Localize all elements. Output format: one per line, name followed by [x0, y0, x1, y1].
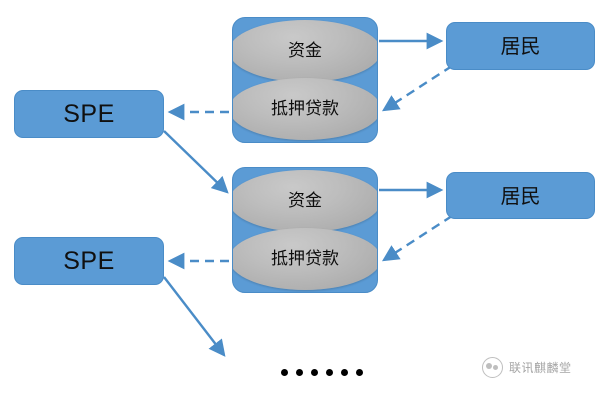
pool-top-funds-ellipse[interactable]: 资金 — [233, 20, 377, 82]
spe-box-bottom[interactable]: SPE — [14, 237, 164, 285]
resident-box-bottom[interactable]: 居民 — [446, 172, 595, 219]
ellipsis-dot — [281, 369, 288, 376]
pool-bottom-mortgage-ellipse[interactable]: 抵押贷款 — [233, 228, 377, 290]
ellipsis-dot — [311, 369, 318, 376]
ellipsis-dot — [326, 369, 333, 376]
ellipsis-dots — [281, 369, 363, 376]
spe-top-label: SPE — [63, 99, 115, 128]
ellipsis-dot — [356, 369, 363, 376]
connector-spe-top-to-pool-bottom — [163, 130, 229, 194]
lianxun-logo-icon — [482, 357, 503, 378]
spe-box-top[interactable]: SPE — [14, 90, 164, 138]
asset-pool-top[interactable]: 资金 抵押贷款 — [232, 17, 378, 143]
pool-bottom-mortgage-label: 抵押贷款 — [271, 248, 339, 269]
connector-spe-bottom-to-ellipsis — [163, 276, 226, 357]
connector-resident-top-to-pool-top — [381, 64, 453, 112]
pool-top-mortgage-label: 抵押贷款 — [271, 98, 339, 119]
resident-bottom-label: 居民 — [500, 183, 541, 208]
pool-top-mortgage-ellipse[interactable]: 抵押贷款 — [233, 78, 377, 140]
watermark: 联讯麒麟堂 — [482, 357, 572, 378]
connector-resident-bottom-to-pool-bottom — [381, 214, 453, 262]
resident-top-label: 居民 — [500, 34, 541, 58]
spe-bottom-label: SPE — [63, 246, 115, 275]
watermark-text: 联讯麒麟堂 — [509, 361, 572, 375]
asset-pool-bottom[interactable]: 资金 抵押贷款 — [232, 167, 378, 293]
pool-bottom-funds-label: 资金 — [288, 190, 322, 211]
ellipsis-dot — [341, 369, 348, 376]
pool-top-funds-label: 资金 — [288, 40, 322, 61]
pool-bottom-funds-ellipse[interactable]: 资金 — [233, 170, 377, 232]
resident-box-top[interactable]: 居民 — [446, 22, 595, 70]
ellipsis-dot — [296, 369, 303, 376]
